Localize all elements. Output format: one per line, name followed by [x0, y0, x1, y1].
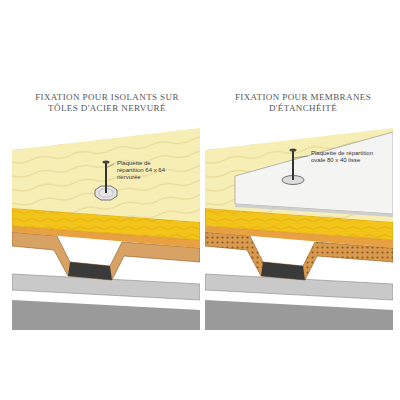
beam-web — [12, 300, 200, 330]
illustration-part — [12, 128, 200, 330]
screw-head — [290, 149, 297, 152]
deck-rib-shadow — [68, 262, 112, 280]
insulation-grain — [205, 128, 393, 222]
insulation-top — [12, 128, 200, 222]
leader-line — [106, 164, 114, 168]
leader-line — [293, 156, 308, 158]
waterproof-membrane — [235, 132, 393, 214]
insulation-grain — [12, 128, 200, 222]
screw-head — [103, 161, 110, 164]
callout-label: Plaquette de répartition 64 x 64 nervuré… — [117, 160, 179, 181]
panel-title: FIXATION POUR MEMBRANES D'ÉTANCHÉITÉ — [230, 92, 376, 114]
illustration-part — [205, 128, 393, 330]
screw-shank — [105, 162, 107, 193]
panel-title: FIXATION POUR ISOLANTS SUR TÔLES D'ACIER… — [22, 92, 192, 114]
screw-shank — [292, 150, 294, 180]
membrane-edge — [235, 204, 393, 217]
deck-rib-shadow — [261, 262, 305, 280]
callout-label: Plaquette de répartition ovale 80 x 40 l… — [311, 150, 375, 164]
insulation-top — [205, 128, 393, 222]
beam-web — [205, 300, 393, 330]
left-panel — [12, 128, 200, 330]
right-panel — [205, 128, 393, 330]
